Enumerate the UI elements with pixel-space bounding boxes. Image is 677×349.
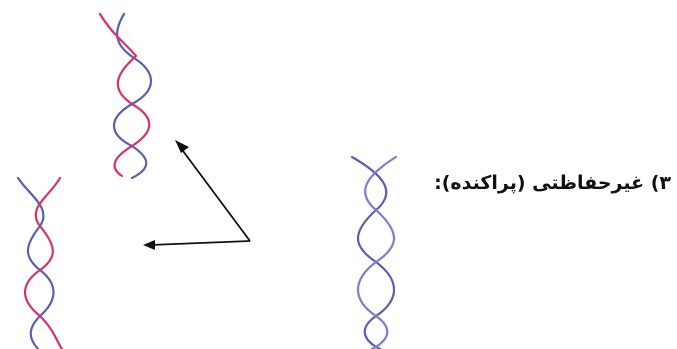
arrow-head-top <box>175 140 189 153</box>
arrow-to-top-daughter <box>180 147 250 241</box>
daughter-left-new-strand <box>25 178 62 349</box>
arrow-to-left-daughter <box>150 241 250 245</box>
daughter-top-new-strand <box>100 14 149 176</box>
arrow-head-left <box>143 240 155 250</box>
arrows <box>143 140 250 250</box>
daughter-helix-left <box>18 178 62 349</box>
caption: ۳) غیرحفاظتی (پراکنده): <box>434 172 671 194</box>
daughter-helix-top <box>100 14 151 178</box>
parent-helix <box>352 157 396 349</box>
